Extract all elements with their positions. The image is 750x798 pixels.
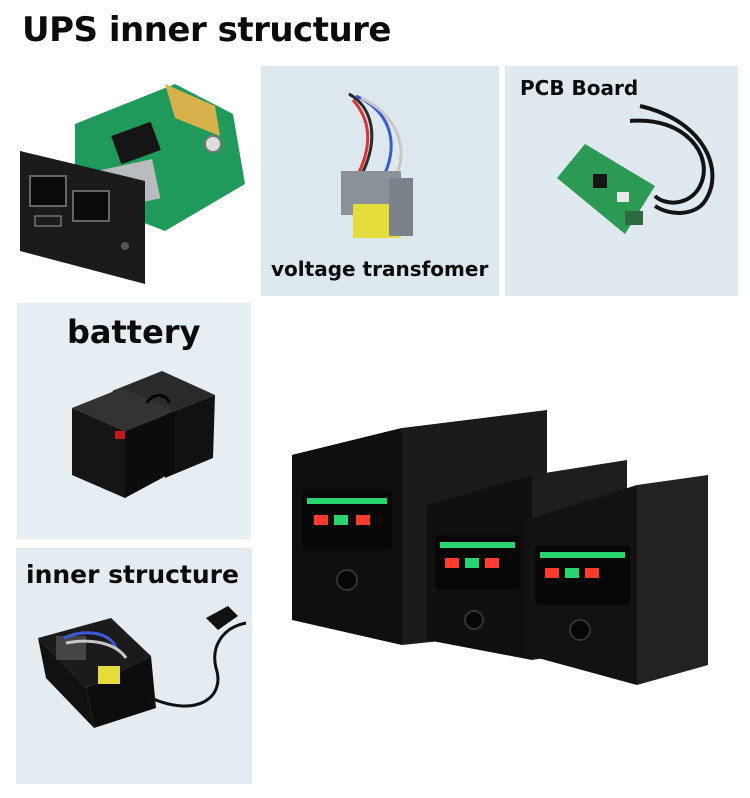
battery-photo: battery bbox=[17, 303, 251, 539]
voltage-transformer-label: voltage transfomer bbox=[271, 257, 489, 281]
pcb-board-label: PCB Board bbox=[520, 76, 639, 100]
battery-label: battery bbox=[67, 313, 201, 351]
inner-structure-label: inner structure bbox=[26, 560, 239, 589]
network-card-photo bbox=[15, 66, 255, 292]
pcb-board-photo: PCB Board bbox=[505, 66, 738, 296]
page-title: UPS inner structure bbox=[22, 10, 391, 50]
voltage-transformer-photo: voltage transfomer bbox=[261, 66, 499, 296]
inner-structure-photo: inner structure bbox=[16, 548, 252, 784]
ups-units-photo bbox=[262, 300, 740, 790]
